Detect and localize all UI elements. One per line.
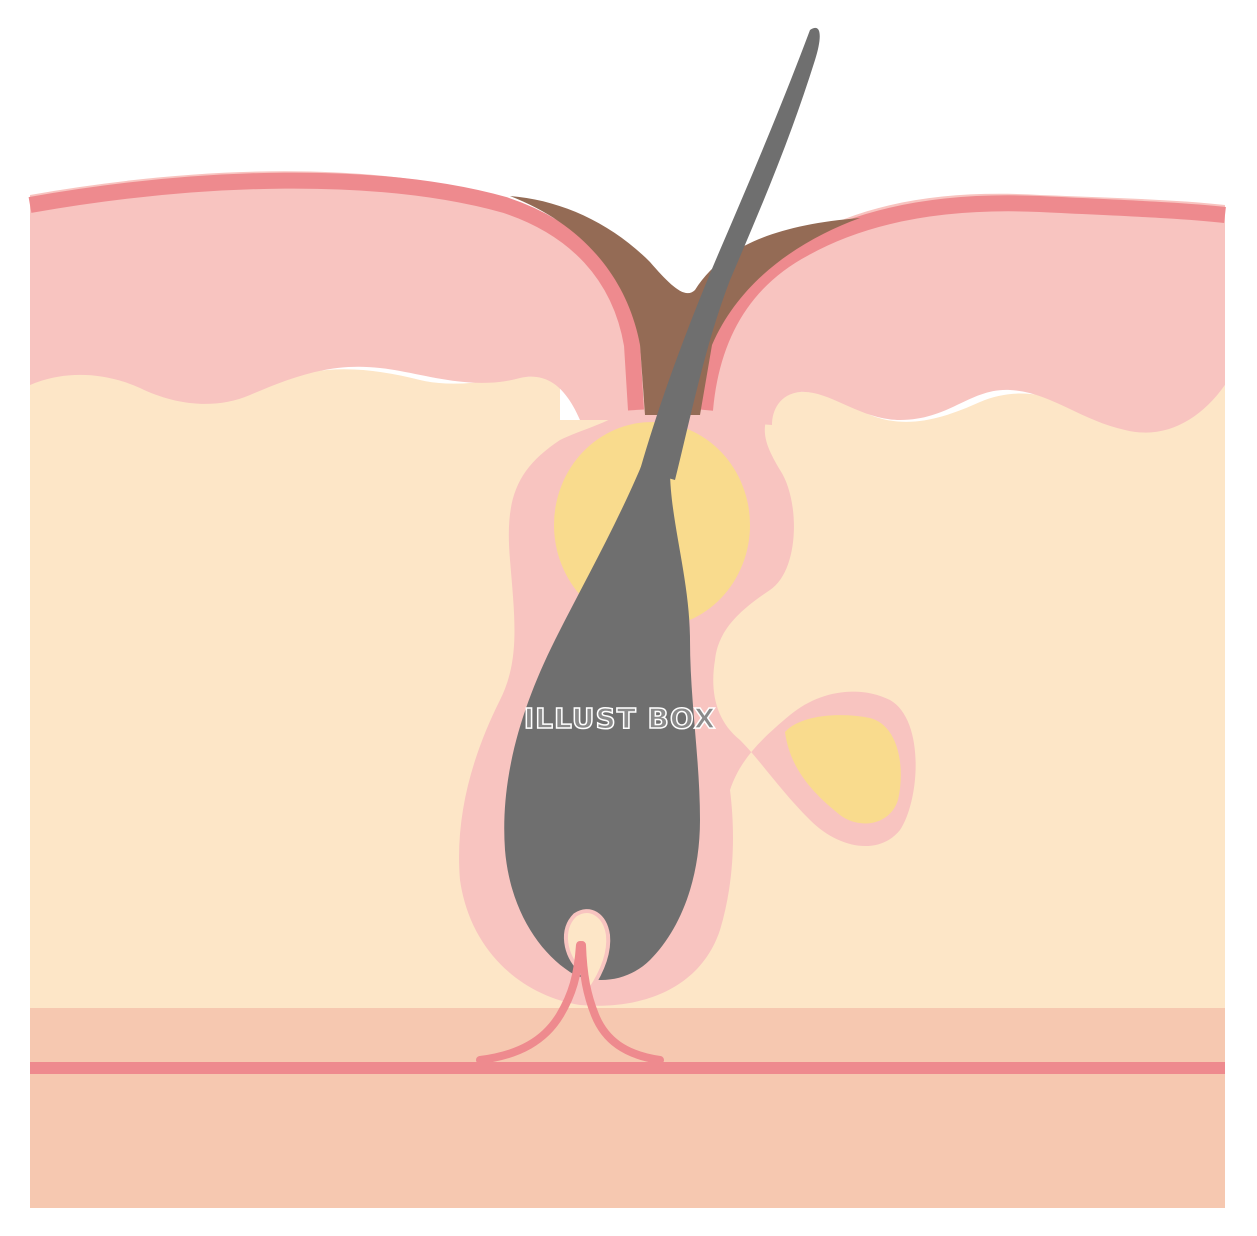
dermis-right: [700, 385, 1225, 1008]
subcutaneous-layer: [30, 1008, 1225, 1208]
watermark: ILLUST BOX: [524, 702, 717, 735]
dermal-papilla: [563, 909, 611, 994]
hair-shaft: [640, 27, 820, 480]
sebaceous-gland-lobe: [785, 715, 901, 824]
skin-surface-right: [697, 195, 1226, 411]
blood-vessel-right: [578, 941, 664, 1064]
sebum-plug: [510, 196, 860, 415]
dermis: [30, 369, 560, 1009]
epidermis-left: [30, 171, 645, 420]
epidermis-right: [700, 193, 1225, 433]
skin-surface-left: [28, 172, 644, 411]
hair-bulb: [504, 445, 700, 980]
blood-vessel: [476, 941, 584, 1064]
